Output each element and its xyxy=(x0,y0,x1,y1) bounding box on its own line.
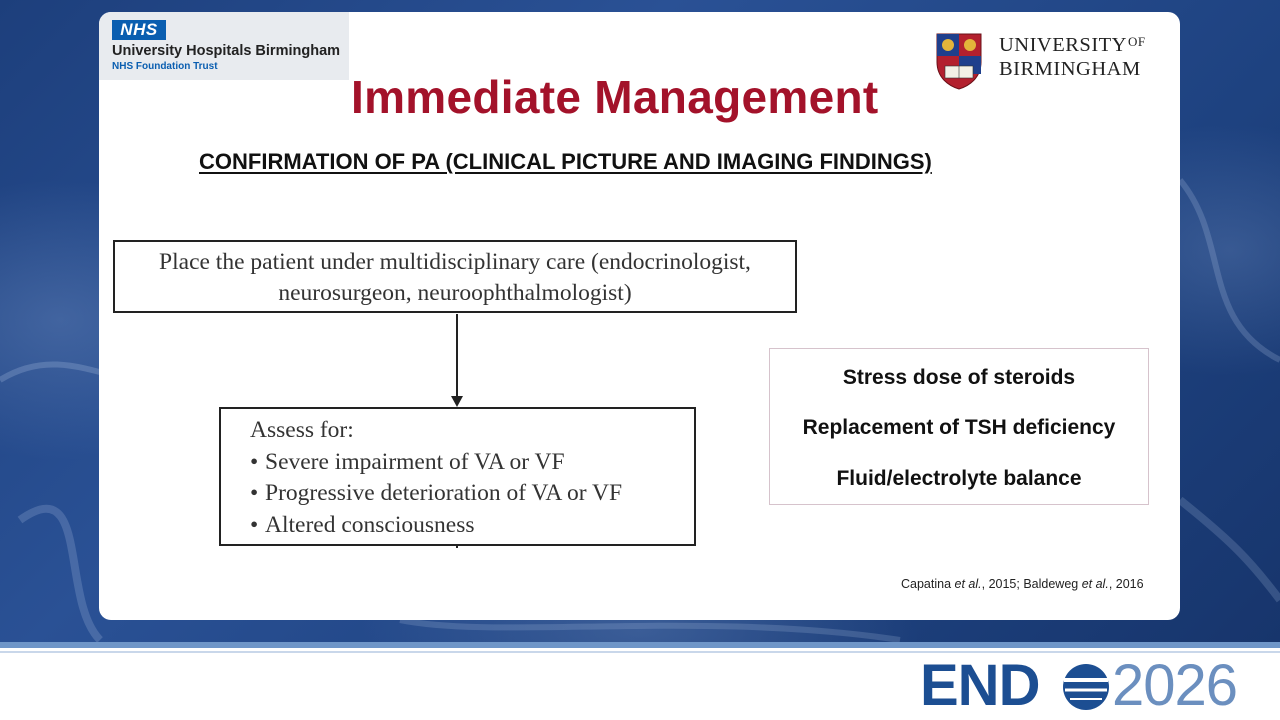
nhs-badge: NHS xyxy=(112,20,166,40)
flowchart-box-care: Place the patient under multidisciplinar… xyxy=(113,240,797,313)
management-item: Fluid/electrolyte balance xyxy=(836,467,1082,490)
flowchart-tail xyxy=(456,545,458,548)
box2-heading: Assess for: xyxy=(250,417,354,443)
flowchart-arrow-line xyxy=(456,314,458,398)
management-box: Stress dose of steroids Replacement of T… xyxy=(769,348,1149,505)
slide-title: Immediate Management xyxy=(351,71,879,123)
uob-name-line2: BIRMINGHAM xyxy=(999,58,1141,80)
box2-bullet: •Altered consciousness xyxy=(250,511,475,538)
slide-subtitle: CONFIRMATION OF PA (CLINICAL PICTURE AND… xyxy=(199,149,932,174)
management-item: Replacement of TSH deficiency xyxy=(802,416,1116,439)
endo-wordmark: END xyxy=(920,653,1040,718)
slide-panel: NHS University Hospitals Birmingham NHS … xyxy=(99,12,1180,620)
endo-year: 2026 xyxy=(1112,653,1238,718)
footer-stripe-light xyxy=(0,651,1280,653)
box2-bullet: •Progressive deterioration of VA or VF xyxy=(250,480,623,506)
globe-icon xyxy=(1063,664,1109,710)
box1-line1: Place the patient under multidisciplinar… xyxy=(159,249,751,275)
footer-stripe xyxy=(0,642,1280,648)
management-item: Stress dose of steroids xyxy=(842,366,1076,389)
university-of-birmingham-logo: UNIVERSITYOF BIRMINGHAM xyxy=(935,32,1173,92)
nhs-logo: NHS University Hospitals Birmingham NHS … xyxy=(99,12,349,80)
box2-bullet: •Severe impairment of VA or VF xyxy=(250,448,565,475)
uob-name-line1: UNIVERSITYOF xyxy=(999,34,1146,56)
nhs-trust-name: NHS Foundation Trust xyxy=(112,61,218,72)
arrow-down-icon xyxy=(451,396,463,407)
box1-line2: neurosurgeon, neuroophthalmologist) xyxy=(278,280,632,306)
endo-2026-logo: END 2026 xyxy=(920,656,1270,716)
citation: Capatina et al., 2015; Baldeweg et al., … xyxy=(901,577,1144,591)
footer-stripe-white xyxy=(0,648,1280,651)
uob-crest-icon xyxy=(936,33,982,90)
flowchart-box-assess: Assess for: •Severe impairment of VA or … xyxy=(219,407,696,546)
nhs-hospital-name: University Hospitals Birmingham xyxy=(112,43,341,59)
